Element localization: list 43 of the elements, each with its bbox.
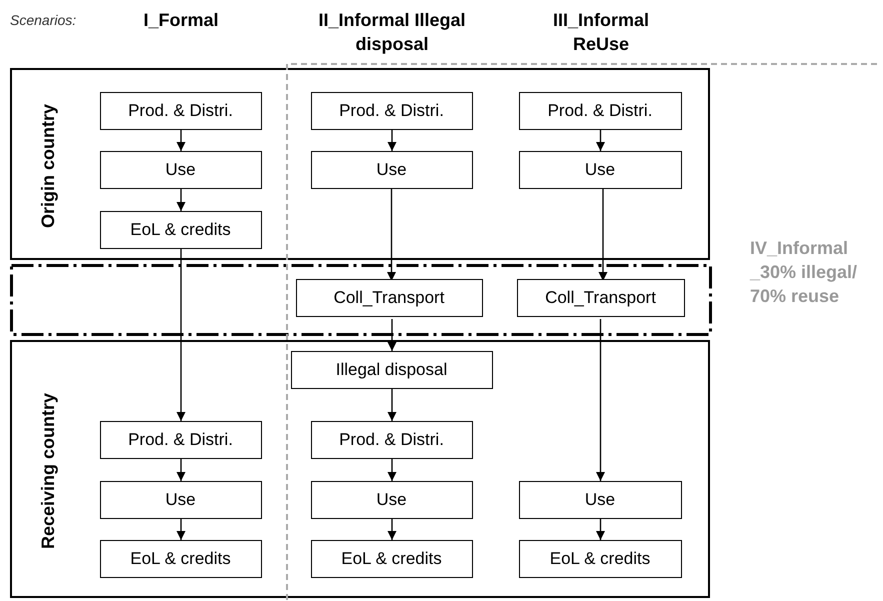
- transit-band: [10, 264, 712, 336]
- column-heading: I_Formal: [142, 9, 220, 32]
- arrow: [176, 519, 186, 540]
- scenario-heading: Scenarios:: [10, 11, 78, 30]
- arrow: [176, 249, 186, 421]
- process-box: Coll_Transport: [516, 278, 684, 316]
- column-heading: II_Informal Illegal disposal: [317, 9, 467, 56]
- process-box: Prod. & Distri.: [100, 92, 262, 130]
- region-band: [10, 68, 710, 260]
- arrow: [387, 459, 397, 481]
- process-box: EoL & credits: [100, 210, 262, 248]
- process-box: EoL & credits: [100, 540, 262, 578]
- column-heading: III_Informal ReUse: [552, 9, 650, 56]
- process-box: Use: [100, 480, 262, 518]
- process-box: Prod. & Distri.: [310, 92, 472, 130]
- arrow: [387, 519, 397, 540]
- process-box: Use: [518, 150, 682, 188]
- arrow: [386, 189, 396, 281]
- band-title: Origin country: [38, 104, 59, 228]
- arrow: [598, 189, 608, 281]
- process-box: Use: [310, 150, 472, 188]
- process-box: Prod. & Distri.: [310, 420, 472, 458]
- process-box: Use: [518, 480, 682, 518]
- arrow: [596, 130, 606, 151]
- process-box: Use: [310, 480, 472, 518]
- scenario-heading: IV_Informal _30% illegal/ 70% reuse: [750, 237, 858, 308]
- process-box: Use: [100, 150, 262, 188]
- arrow: [596, 319, 606, 481]
- process-box: Illegal disposal: [290, 350, 492, 388]
- process-box: Coll_Transport: [296, 278, 482, 316]
- arrow: [387, 130, 397, 151]
- arrow: [387, 319, 397, 351]
- process-box: Prod. & Distri.: [518, 92, 682, 130]
- arrow: [176, 189, 186, 211]
- process-box: EoL & credits: [310, 540, 472, 578]
- band-title: Receiving country: [38, 393, 59, 550]
- arrow: [596, 519, 606, 540]
- arrow: [387, 389, 397, 421]
- process-box: Prod. & Distri.: [100, 420, 262, 458]
- arrow: [176, 130, 186, 151]
- process-box: EoL & credits: [518, 540, 682, 578]
- region-band: [10, 340, 710, 598]
- arrow: [176, 459, 186, 481]
